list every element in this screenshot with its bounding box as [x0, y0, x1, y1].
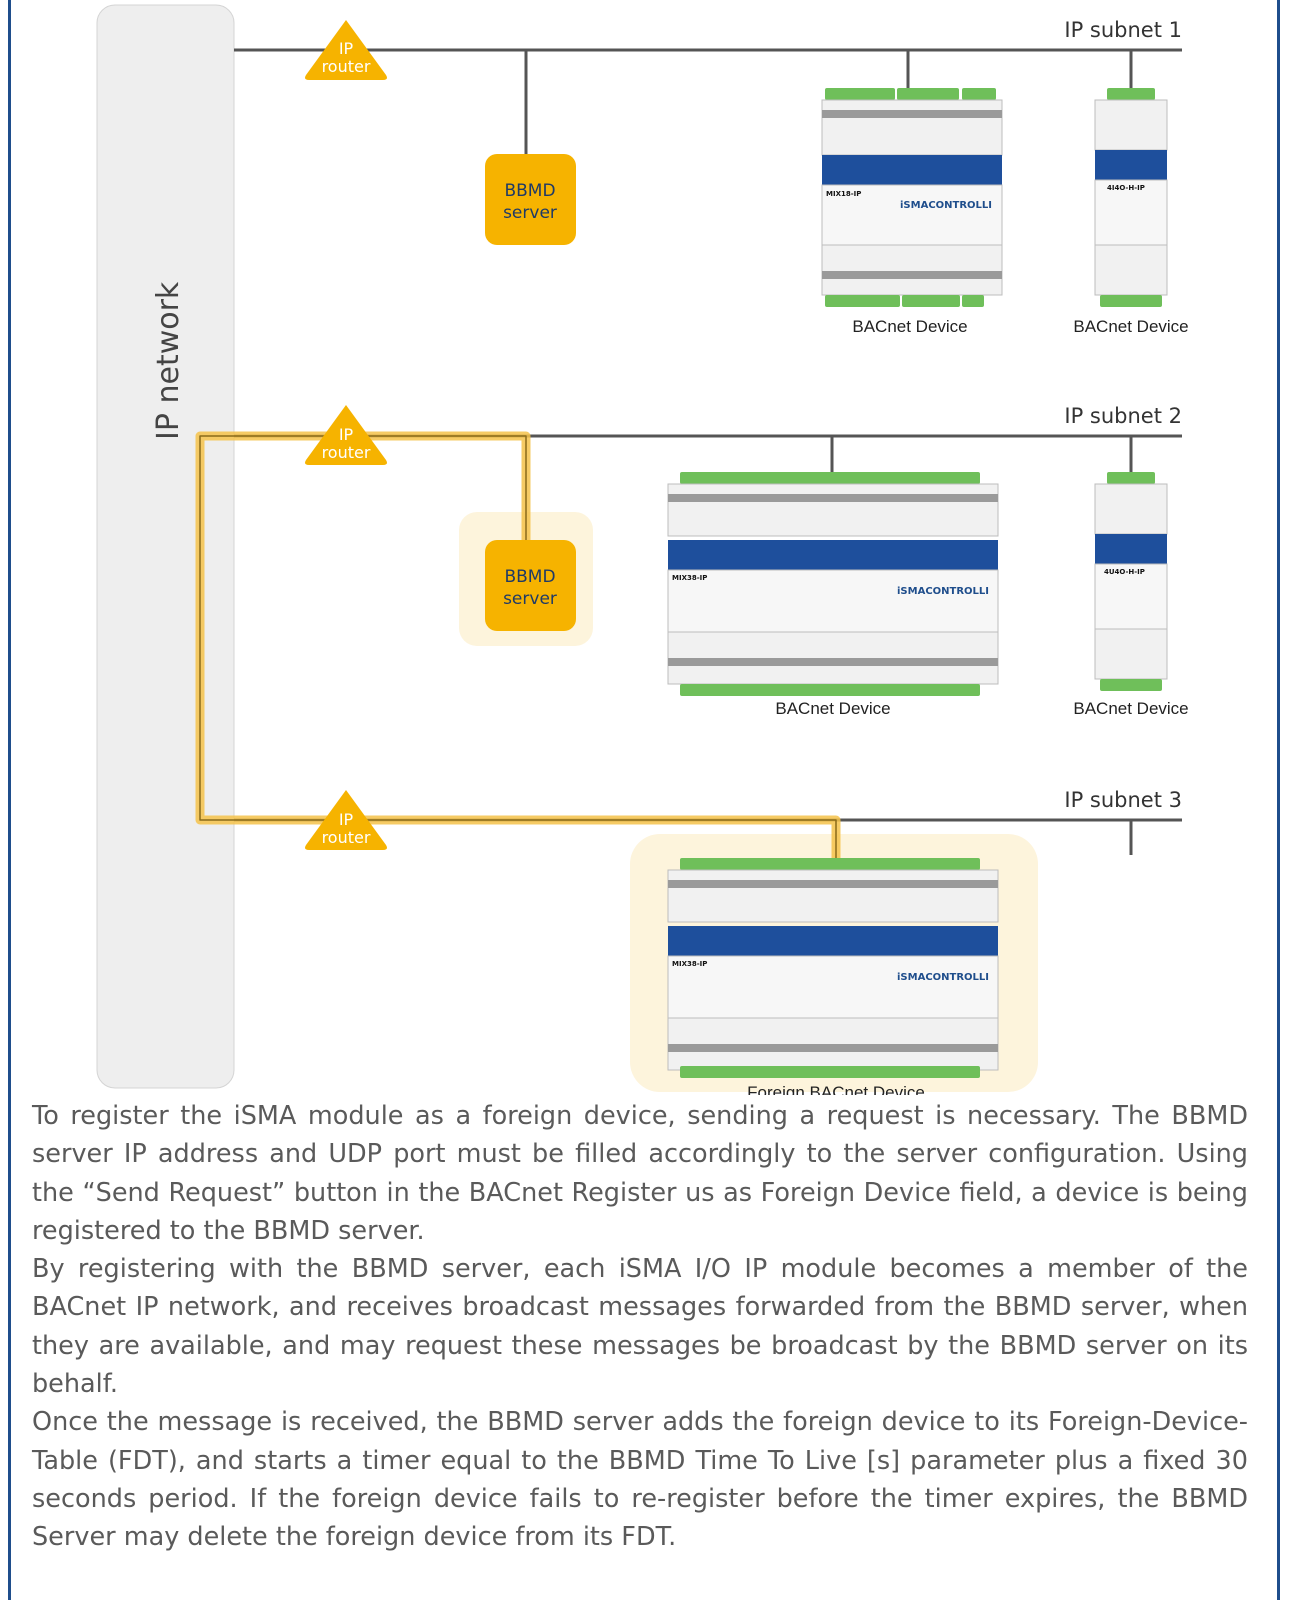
svg-text:router: router [322, 57, 371, 76]
ip-router-3: IP router [305, 790, 387, 850]
svg-text:router: router [322, 443, 371, 462]
device-5-label: Foreign BACnet Device [747, 1083, 925, 1095]
bbmd-server-1: BBMD server [485, 154, 576, 245]
svg-text:IP: IP [339, 39, 354, 58]
svg-text:4I4O-H-IP: 4I4O-H-IP [1107, 184, 1145, 192]
bacnet-device-mix38: MIX38-IP iSMACONTROLLI BACnet Device [667, 472, 999, 718]
svg-text:BBMD: BBMD [504, 567, 555, 587]
device-2-label: BACnet Device [1073, 317, 1188, 336]
device-3-label: BACnet Device [775, 699, 890, 718]
paragraph-1: To register the iSMA module as a foreign… [32, 1101, 1248, 1246]
svg-text:MIX18-IP: MIX18-IP [826, 190, 861, 198]
bbmd-forward-path-core [199, 435, 837, 858]
paragraph-2: By registering with the BBMD server, eac… [32, 1254, 1248, 1400]
bacnet-network-diagram: IP network IP subnet 1 IP subnet 2 IP su… [96, 4, 1189, 1095]
paragraph-3: Once the message is received, the BBMD s… [32, 1407, 1248, 1553]
bacnet-device-4i4o: 4I4O-H-IP BACnet Device [1073, 88, 1189, 336]
subnet-1-label: IP subnet 1 [1064, 18, 1182, 42]
bbmd-server-2: BBMD server [485, 540, 576, 631]
svg-text:BBMD: BBMD [504, 181, 555, 201]
ip-router-1: IP router [305, 20, 387, 80]
ip-network-label: IP network [151, 281, 186, 440]
svg-text:iSMACONTROLLI: iSMACONTROLLI [897, 972, 989, 983]
bacnet-device-mix18: MIX18-IP iSMACONTROLLI BACnet Device [821, 88, 1003, 336]
ip-router-2: IP router [305, 405, 387, 465]
svg-text:MIX38-IP: MIX38-IP [672, 960, 707, 968]
device-4-label: BACnet Device [1073, 699, 1188, 718]
svg-text:iSMACONTROLLI: iSMACONTROLLI [900, 200, 992, 211]
subnet-3-label: IP subnet 3 [1064, 788, 1182, 812]
svg-text:IP: IP [339, 810, 354, 829]
svg-text:IP: IP [339, 425, 354, 444]
subnet-2-label: IP subnet 2 [1064, 404, 1182, 428]
svg-text:iSMACONTROLLI: iSMACONTROLLI [897, 586, 989, 597]
description-text: To register the iSMA module as a foreign… [32, 1097, 1248, 1557]
svg-text:server: server [503, 589, 557, 609]
svg-text:server: server [503, 203, 557, 223]
svg-text:router: router [322, 828, 371, 847]
svg-text:MIX38-IP: MIX38-IP [672, 574, 707, 582]
foreign-bacnet-device: MIX38-IP iSMACONTROLLI Foreign BACnet De… [667, 858, 999, 1095]
ip-network-bar [96, 4, 235, 1089]
svg-text:4U4O-H-IP: 4U4O-H-IP [1104, 568, 1145, 576]
bacnet-device-4u4o: 4U4O-H-IP BACnet Device [1073, 472, 1189, 718]
device-1-label: BACnet Device [852, 317, 967, 336]
